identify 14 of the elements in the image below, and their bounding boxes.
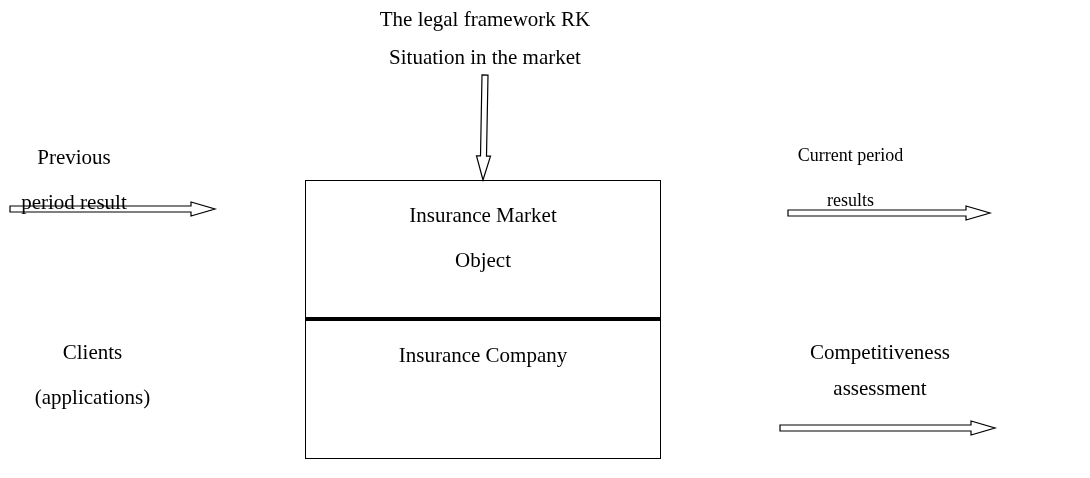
hollow-arrow bbox=[9, 201, 218, 217]
box-label: Insurance Company bbox=[397, 342, 569, 369]
text-label: Previous period result bbox=[20, 144, 128, 216]
text-label: Clients (applications) bbox=[33, 339, 152, 411]
hollow-arrow bbox=[787, 205, 993, 221]
box-label: Insurance Market Object bbox=[408, 202, 558, 274]
hollow-arrow bbox=[475, 74, 492, 183]
text-label: The legal framework RK bbox=[378, 6, 592, 33]
process-box bbox=[305, 320, 661, 459]
process-box bbox=[305, 180, 661, 320]
hollow-arrow bbox=[779, 420, 998, 436]
text-label: Competitiveness assessment bbox=[809, 339, 951, 402]
text-label: Current period results bbox=[796, 144, 905, 212]
text-label: Situation in the market bbox=[388, 44, 582, 71]
